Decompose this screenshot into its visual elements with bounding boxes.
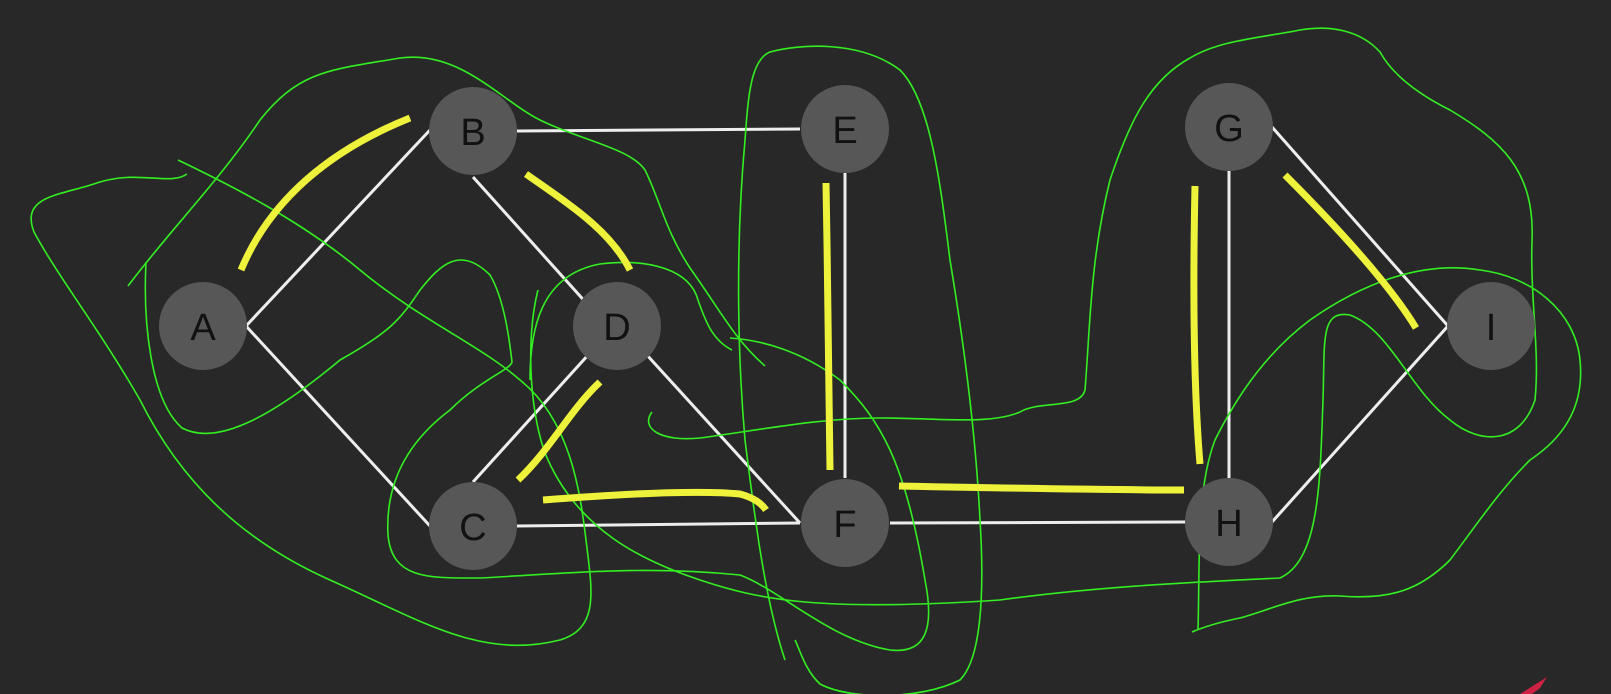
node-g-circle [1185,83,1273,171]
node-c[interactable]: C [429,482,517,570]
node-i-label: I [1486,307,1497,349]
node-d-circle [573,282,661,370]
edge-h-i [1270,324,1450,524]
annotation-loop-d [529,27,1538,606]
node-c-circle [429,482,517,570]
edge-d-f [644,352,802,525]
node-e[interactable]: E [801,85,889,173]
node-a[interactable]: A [159,282,247,370]
highlight-b-d [523,171,634,272]
highlight-g-h [1190,185,1204,465]
nodes-layer: A B C D E F G H [159,83,1535,570]
node-i[interactable]: I [1447,282,1535,370]
node-b-circle [429,87,517,175]
edge-c-f [516,521,801,528]
edge-b-d [471,175,591,308]
annotation-loop-d2 [529,261,733,381]
highlight-e-f [822,182,834,471]
node-h-circle [1185,478,1273,566]
edge-a-b [244,128,432,328]
node-b-label: B [460,112,485,154]
annotation-strokes [30,27,1582,694]
edges-layer [244,126,1450,528]
node-c-label: C [459,507,486,549]
node-b[interactable]: B [429,87,517,175]
annotation-loop-b [144,259,930,652]
node-a-label: A [190,307,216,349]
node-g[interactable]: G [1185,83,1273,171]
annotation-loop-abc [30,159,592,647]
highlight-strokes [237,114,1419,513]
node-f-label: F [833,504,856,546]
corner-accent-mark [1520,677,1547,694]
edge-f-h [889,520,1187,525]
edge-g-i [1270,126,1450,327]
node-a-circle [159,282,247,370]
highlight-f-h [898,482,1185,494]
node-f[interactable]: F [801,479,889,567]
node-d-label: D [603,307,630,349]
node-f-circle [801,479,889,567]
edge-a-c [244,324,432,528]
node-h-label: H [1215,503,1242,545]
node-g-label: G [1214,108,1244,150]
node-h[interactable]: H [1185,478,1273,566]
highlight-c-d [515,379,603,483]
annotation-loop-ef [737,45,983,694]
node-e-circle [801,85,889,173]
annotation-loop-a [127,56,766,367]
edge-c-d [471,352,591,484]
highlight-c-f [542,488,769,513]
highlight-g-i [1282,172,1419,330]
node-e-label: E [832,110,857,152]
node-i-circle [1447,282,1535,370]
highlight-a-b [237,114,412,272]
node-d[interactable]: D [573,282,661,370]
annotation-loop-hi [1191,266,1582,633]
